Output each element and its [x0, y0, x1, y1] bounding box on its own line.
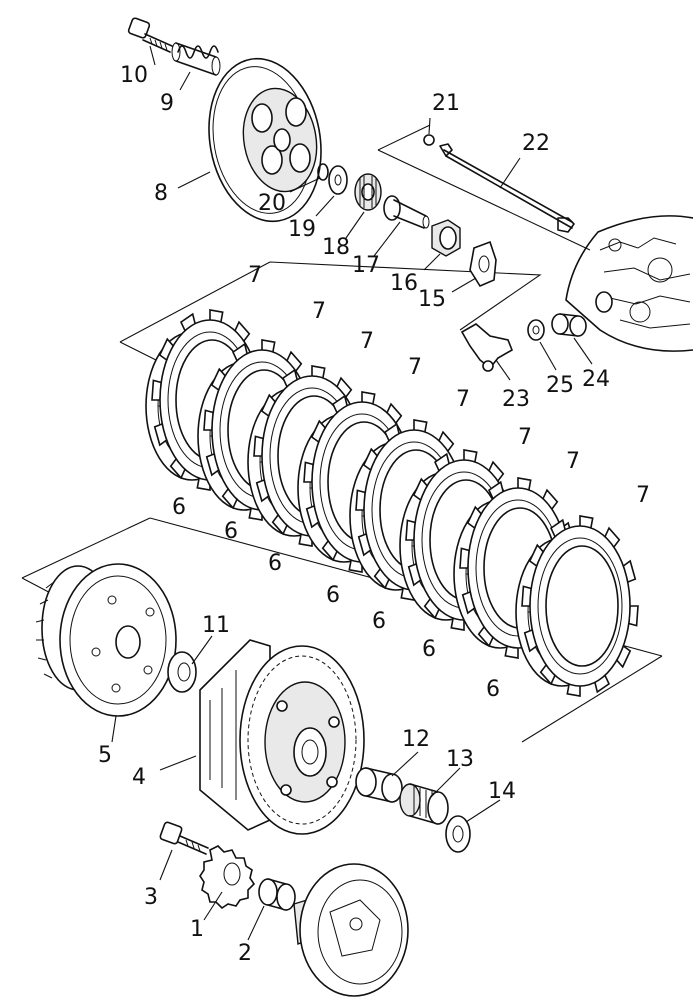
callout-7: 7: [312, 299, 326, 324]
callout-7: 7: [456, 387, 470, 412]
part-22-rod: [439, 143, 575, 233]
callout-9: 9: [160, 91, 174, 116]
callout-6: 6: [326, 583, 340, 608]
callout-6: 6: [422, 637, 436, 662]
part-3-bolt: [159, 821, 209, 855]
callout-6: 6: [268, 551, 282, 576]
callout-7: 7: [566, 449, 580, 474]
engine-case-fragment: [565, 215, 693, 352]
part-23-release-lever: [460, 323, 514, 372]
callout-labels: 10 9 8 21 22 20 19 18 17 16 15 23 25 24 …: [98, 63, 650, 966]
callout-10: 10: [120, 63, 148, 88]
callout-12: 12: [402, 727, 430, 752]
callout-8: 8: [154, 181, 168, 206]
callout-6: 6: [224, 519, 238, 544]
callout-25: 25: [546, 373, 574, 398]
part-12-spacer: [355, 767, 403, 803]
callout-7: 7: [248, 263, 262, 288]
callout-4: 4: [132, 765, 146, 790]
part-5-clutch-boss: [35, 563, 177, 717]
callout-6: 6: [172, 495, 186, 520]
part-24-bushing: [551, 313, 587, 337]
callout-19: 19: [288, 217, 316, 242]
callout-1: 1: [190, 917, 204, 942]
callout-17: 17: [352, 253, 380, 278]
callout-7: 7: [408, 355, 422, 380]
callout-7: 7: [518, 425, 532, 450]
callout-11: 11: [202, 613, 230, 638]
callout-7: 7: [360, 329, 374, 354]
part-10-bolt: [127, 17, 173, 53]
friction-plate: [521, 515, 639, 697]
callout-23: 23: [502, 387, 530, 412]
callout-2: 2: [238, 941, 252, 966]
part-16-nut: [431, 219, 461, 257]
part-11-thrust-washer: [167, 651, 197, 693]
part-17-push-rod: [383, 195, 430, 229]
clutch-plate-stack: [145, 309, 639, 697]
callout-6: 6: [372, 609, 386, 634]
callout-3: 3: [144, 885, 158, 910]
part-4-clutch-housing: [199, 639, 365, 835]
callout-24: 24: [582, 367, 610, 392]
callout-15: 15: [418, 287, 446, 312]
callout-20: 20: [258, 191, 286, 216]
callout-22: 22: [522, 131, 550, 156]
part-13-needle-bearing: [399, 783, 449, 825]
part-8-pressure-plate: [208, 57, 322, 223]
part-1-primary-gear: [199, 845, 256, 910]
callout-16: 16: [390, 271, 418, 296]
part-15-lock-washer: [469, 240, 497, 288]
crankshaft-cover: [293, 863, 409, 997]
part-18-bearing: [354, 173, 382, 211]
part-14-washer: [445, 815, 471, 853]
part-21-ball: [423, 134, 435, 146]
part-25-washer: [527, 319, 545, 341]
callout-7: 7: [636, 483, 650, 508]
part-9-spring: [171, 42, 221, 76]
part-19-washer: [328, 165, 348, 195]
callout-6: 6: [486, 677, 500, 702]
callout-5: 5: [98, 743, 112, 768]
leader-lines: [111, 45, 593, 941]
part-20-circlip: [317, 163, 329, 181]
callout-13: 13: [446, 747, 474, 772]
callout-21: 21: [432, 91, 460, 116]
callout-14: 14: [488, 779, 516, 804]
callout-18: 18: [322, 235, 350, 260]
part-2-collar: [258, 878, 296, 911]
